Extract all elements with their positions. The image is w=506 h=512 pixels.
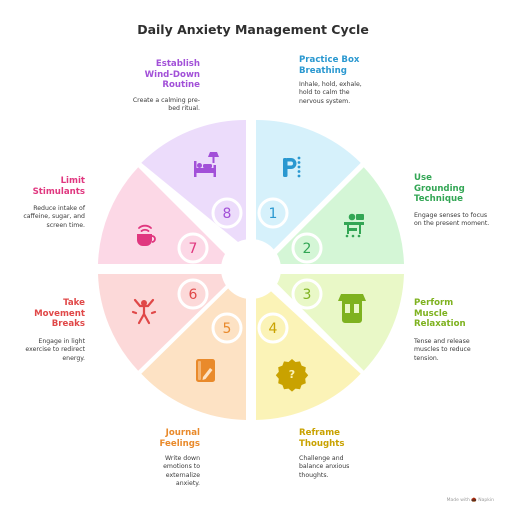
step-number-1: 1 [269,206,278,222]
step-desc-2: Engage senses to focus on the present mo… [414,212,490,228]
step-circle-1 [257,197,289,229]
bed-icon [194,152,219,177]
footer-credit: Made with 🌰 Napkin [446,498,494,503]
segment-1 [256,119,361,265]
step-number-3: 3 [303,287,312,303]
step-label-7: Limit Stimulants [32,176,85,197]
breathing-icon [283,156,301,178]
step-desc-6: Engage in light exercise to redirect ene… [25,338,85,362]
step-label-4: Reframe Thoughts [299,428,345,449]
step-circle-4 [257,312,289,344]
step-label-5: Journal Feelings [159,428,200,449]
step-label-1: Practice Box Breathing [299,55,360,76]
step-desc-3: Tense and release muscles to reduce tens… [414,338,471,362]
step-desc-1: Inhale, hold, exhale, hold to calm the n… [299,81,362,105]
step-circle-8 [211,197,243,229]
step-desc-4: Challenge and balance anxious thoughts. [299,455,350,479]
movement-icon [131,298,157,325]
coffee-icon [137,224,156,246]
step-label-8: Establish Wind-Down Routine [144,59,200,91]
step-number-4: 4 [269,321,278,337]
step-number-5: 5 [223,321,232,337]
step-number-6: 6 [189,287,198,303]
muscle-icon [338,294,366,323]
step-circle-2 [291,232,323,264]
step-desc-8: Create a calming pre-bed ritual. [132,97,200,113]
journal-icon [196,359,215,382]
step-circle-6 [177,278,209,310]
step-circle-3 [291,278,323,310]
step-label-2: Use Grounding Technique [414,173,465,205]
question-icon: ? [275,359,309,392]
step-label-6: Take Movement Breaks [34,298,85,330]
step-desc-5: Write down emotions to externalize anxie… [163,455,200,488]
step-desc-7: Reduce intake of caffeine, sugar, and sc… [23,205,85,229]
step-number-7: 7 [189,241,198,257]
step-circle-5 [211,312,243,344]
segment-5 [141,277,246,420]
step-circle-7 [177,232,209,264]
step-number-2: 2 [303,241,312,257]
step-label-3: Perform Muscle Relaxation [414,298,466,330]
step-number-8: 8 [223,206,232,222]
grounding-icon [344,213,364,238]
svg-text:?: ? [289,368,295,381]
diagram-title: Daily Anxiety Management Cycle [137,22,369,37]
